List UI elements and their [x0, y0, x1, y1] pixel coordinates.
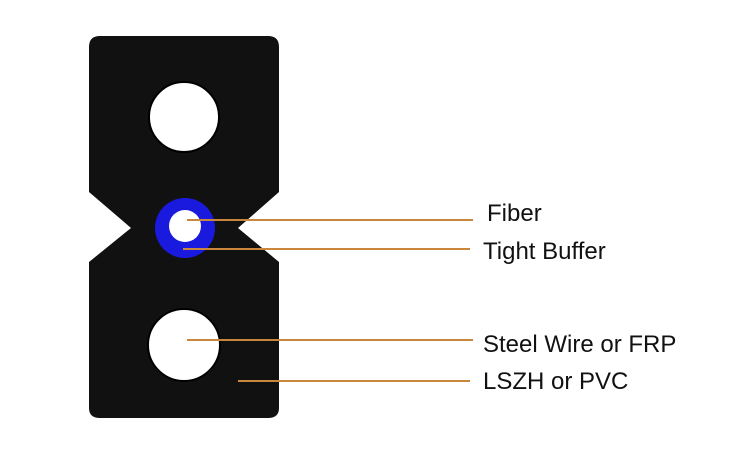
label-steel-wire: Steel Wire or FRP — [483, 331, 677, 358]
label-fiber: Fiber — [487, 200, 542, 227]
label-jacket: LSZH or PVC — [483, 368, 629, 395]
label-tight-buffer: Tight Buffer — [483, 238, 606, 265]
lower-strength-member — [147, 308, 221, 382]
fiber-core — [169, 210, 201, 242]
upper-strength-member — [148, 81, 220, 153]
